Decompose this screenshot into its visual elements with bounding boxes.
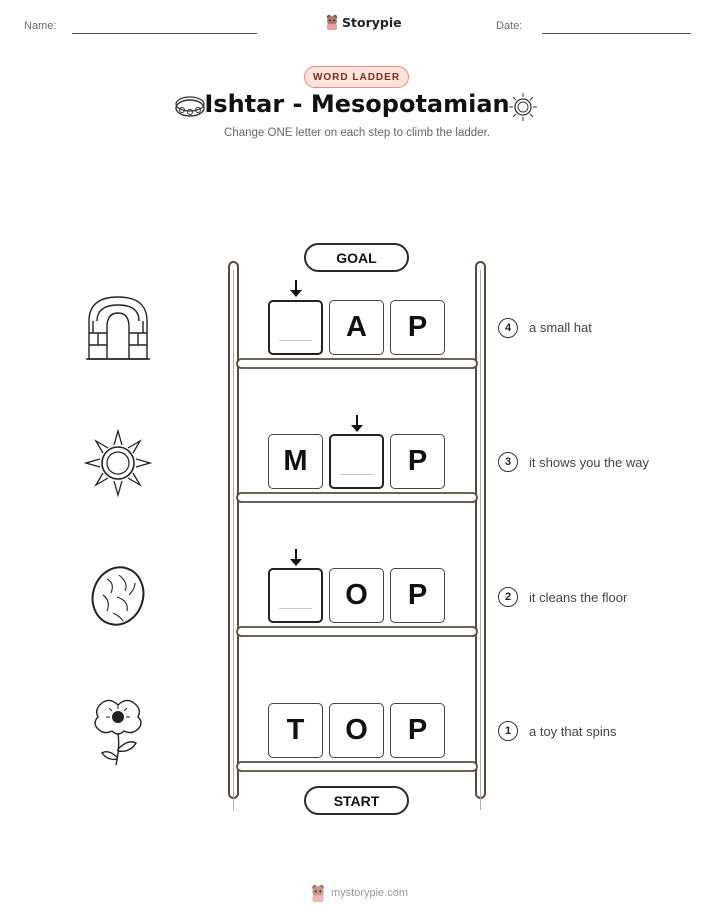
goal-label: GOAL [304,243,409,272]
letter-tile: T [268,703,323,758]
letter-tile: P [390,434,445,489]
name-label: Name: [24,20,57,32]
step-number: 1 [498,721,518,741]
clue-text: a toy that spins [529,724,617,739]
clue-text: it shows you the way [529,455,649,470]
page-title: Ishtar - Mesopotamian [204,90,510,118]
arrow-down-icon [290,549,302,566]
letter-input[interactable] [329,434,384,489]
storypie-mascot-icon [312,884,324,902]
footer-url[interactable]: mystorypie.com [331,887,409,899]
name-field[interactable] [72,33,257,34]
step-number: 2 [498,587,518,607]
letter-tile: P [390,703,445,758]
date-label: Date: [496,20,523,32]
clue-text: it cleans the floor [529,590,628,605]
letter-tile: O [329,703,384,758]
instructions: Change ONE letter on each step to climb … [224,127,490,139]
letter-tile: P [390,568,445,623]
bracelet-icon [175,96,205,117]
footer: mystorypie.com [310,884,408,902]
letter-tile: P [390,300,445,355]
arrow-down-icon [290,280,302,297]
start-label: START [304,786,409,815]
word-ladder-badge: WORD LADDER [304,66,409,88]
letter-input[interactable] [268,568,323,623]
letter-tile: M [268,434,323,489]
step-number: 4 [498,318,518,338]
clue-text: a small hat [529,320,592,335]
poppy-flower-icon [94,699,142,766]
arrow-down-icon [351,415,363,432]
step-number: 3 [498,452,518,472]
letter-tile: A [329,300,384,355]
storypie-mascot-icon [326,14,338,30]
seed-icon [91,566,145,626]
brand-logo: Storypie [325,14,402,30]
date-field[interactable] [542,33,691,34]
gate-arch-icon [86,296,150,360]
sun-icon [84,429,152,497]
letter-input[interactable] [268,300,323,355]
brand-name: Storypie [342,14,402,30]
sun-icon [509,93,537,121]
letter-tile: O [329,568,384,623]
